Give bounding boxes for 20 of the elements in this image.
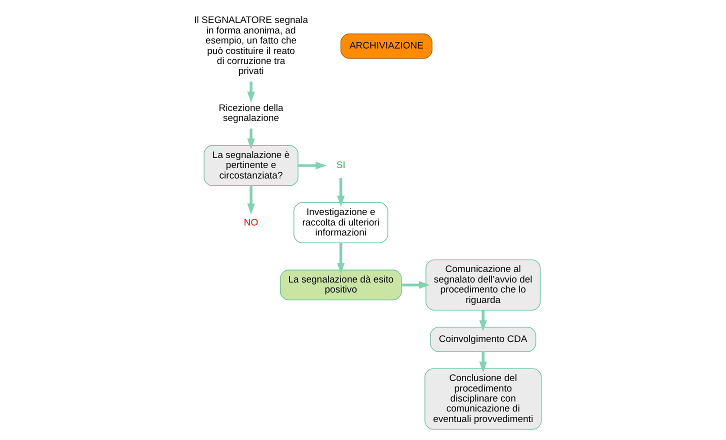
node-text: NO [243,217,258,228]
arrow [298,162,326,170]
node-box: Coinvolgimento CDA [430,326,536,352]
arrow [478,352,486,373]
arrow [246,186,254,214]
arrow [401,281,430,289]
node-box: La segnalazione dà esito positivo [279,270,402,300]
node-box: Comunicazione al segnalato dell’avvio del procedimento che lo riguarda [425,259,540,310]
node-box: ARCHIVIAZIONE [340,34,432,59]
arrow [336,243,344,274]
node-box: Conclusione del procedimento disciplinare con comunicazione di eventuali provvedimenti [424,368,542,430]
arrow [478,310,486,332]
node-text: SI [336,160,345,172]
node-box: Investigazione e raccolta di ulteriori informazioni [293,202,388,244]
node-text: Il SEGNALATORE segnala in forma anonima, ad esempio, un fatto che può costituire il reato di corruzione tra privati [194,15,308,78]
arrow [246,82,254,103]
arrow [336,178,344,207]
arrow [246,128,254,150]
node-box: La segnalazione è pertinente e circostanziata? [203,145,298,186]
node-text: Ricezione della segnalazione [218,102,283,124]
